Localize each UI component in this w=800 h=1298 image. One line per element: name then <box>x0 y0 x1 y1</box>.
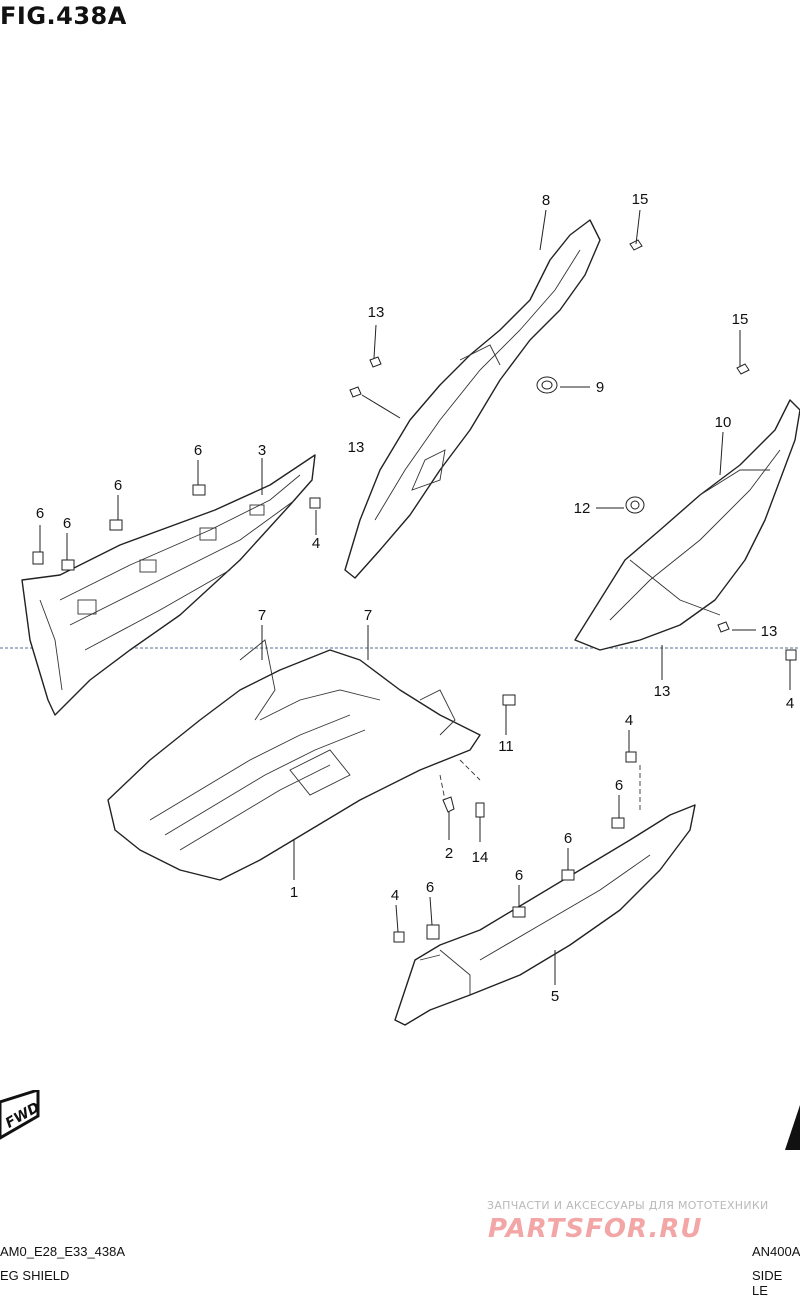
callout-15: 15 <box>732 311 749 328</box>
figure-title: FIG.438A <box>0 2 127 30</box>
callout-9: 9 <box>596 379 604 396</box>
callout-6: 6 <box>426 879 434 896</box>
callout-7: 7 <box>258 607 266 624</box>
footer-left-code: AM0_E28_E33_438A <box>0 1244 126 1259</box>
callout-11: 11 <box>498 738 514 755</box>
callout-4: 4 <box>625 712 633 729</box>
callout-13: 13 <box>368 304 385 321</box>
callout-6: 6 <box>615 777 623 794</box>
footer-left-name: EG SHIELD <box>0 1268 70 1283</box>
callout-6: 6 <box>194 442 202 459</box>
watermark-logo: PARTSFOR.RU <box>488 1214 703 1244</box>
callout-labels: 1 2 3 4 4 4 4 5 6 6 6 6 6 6 6 6 7 7 8 9 … <box>36 191 794 1005</box>
callout-13: 13 <box>348 439 365 456</box>
callout-7: 7 <box>364 607 372 624</box>
callout-10: 10 <box>715 414 732 431</box>
part-3-leg-shield-left <box>21 454 316 716</box>
callout-13: 13 <box>761 623 778 640</box>
part-8-inner-cover <box>344 219 601 579</box>
part-5-side-cover <box>394 804 696 1026</box>
callout-4: 4 <box>391 887 399 904</box>
callout-1: 1 <box>290 884 298 901</box>
callout-6: 6 <box>515 867 523 884</box>
footer-right-name: SIDE LE <box>752 1268 783 1298</box>
callout-6: 6 <box>564 830 572 847</box>
callout-15: 15 <box>632 191 649 208</box>
leader-lines <box>39 209 791 985</box>
fasteners <box>32 239 797 943</box>
callout-12: 12 <box>574 500 591 517</box>
fwd-arrow-right-partial <box>785 1105 800 1150</box>
watermark-caption: ЗАПЧАСТИ И АКСЕССУАРЫ ДЛЯ МОТОТЕХНИКИ <box>487 1199 769 1212</box>
footer-right-code: AN400A <box>752 1244 800 1259</box>
callout-6: 6 <box>36 505 44 522</box>
callout-8: 8 <box>542 192 550 209</box>
callout-3: 3 <box>258 442 266 459</box>
callout-5: 5 <box>551 988 559 1005</box>
fwd-arrow-icon: FWD <box>0 1090 43 1140</box>
callout-4: 4 <box>786 695 794 712</box>
callout-2: 2 <box>445 845 453 862</box>
callout-4: 4 <box>312 535 320 552</box>
callout-13: 13 <box>654 683 671 700</box>
callout-6: 6 <box>114 477 122 494</box>
callout-14: 14 <box>472 849 489 866</box>
part-1-floor-board <box>107 639 481 881</box>
callout-6: 6 <box>63 515 71 532</box>
part-10-leg-shield-right <box>574 399 800 651</box>
